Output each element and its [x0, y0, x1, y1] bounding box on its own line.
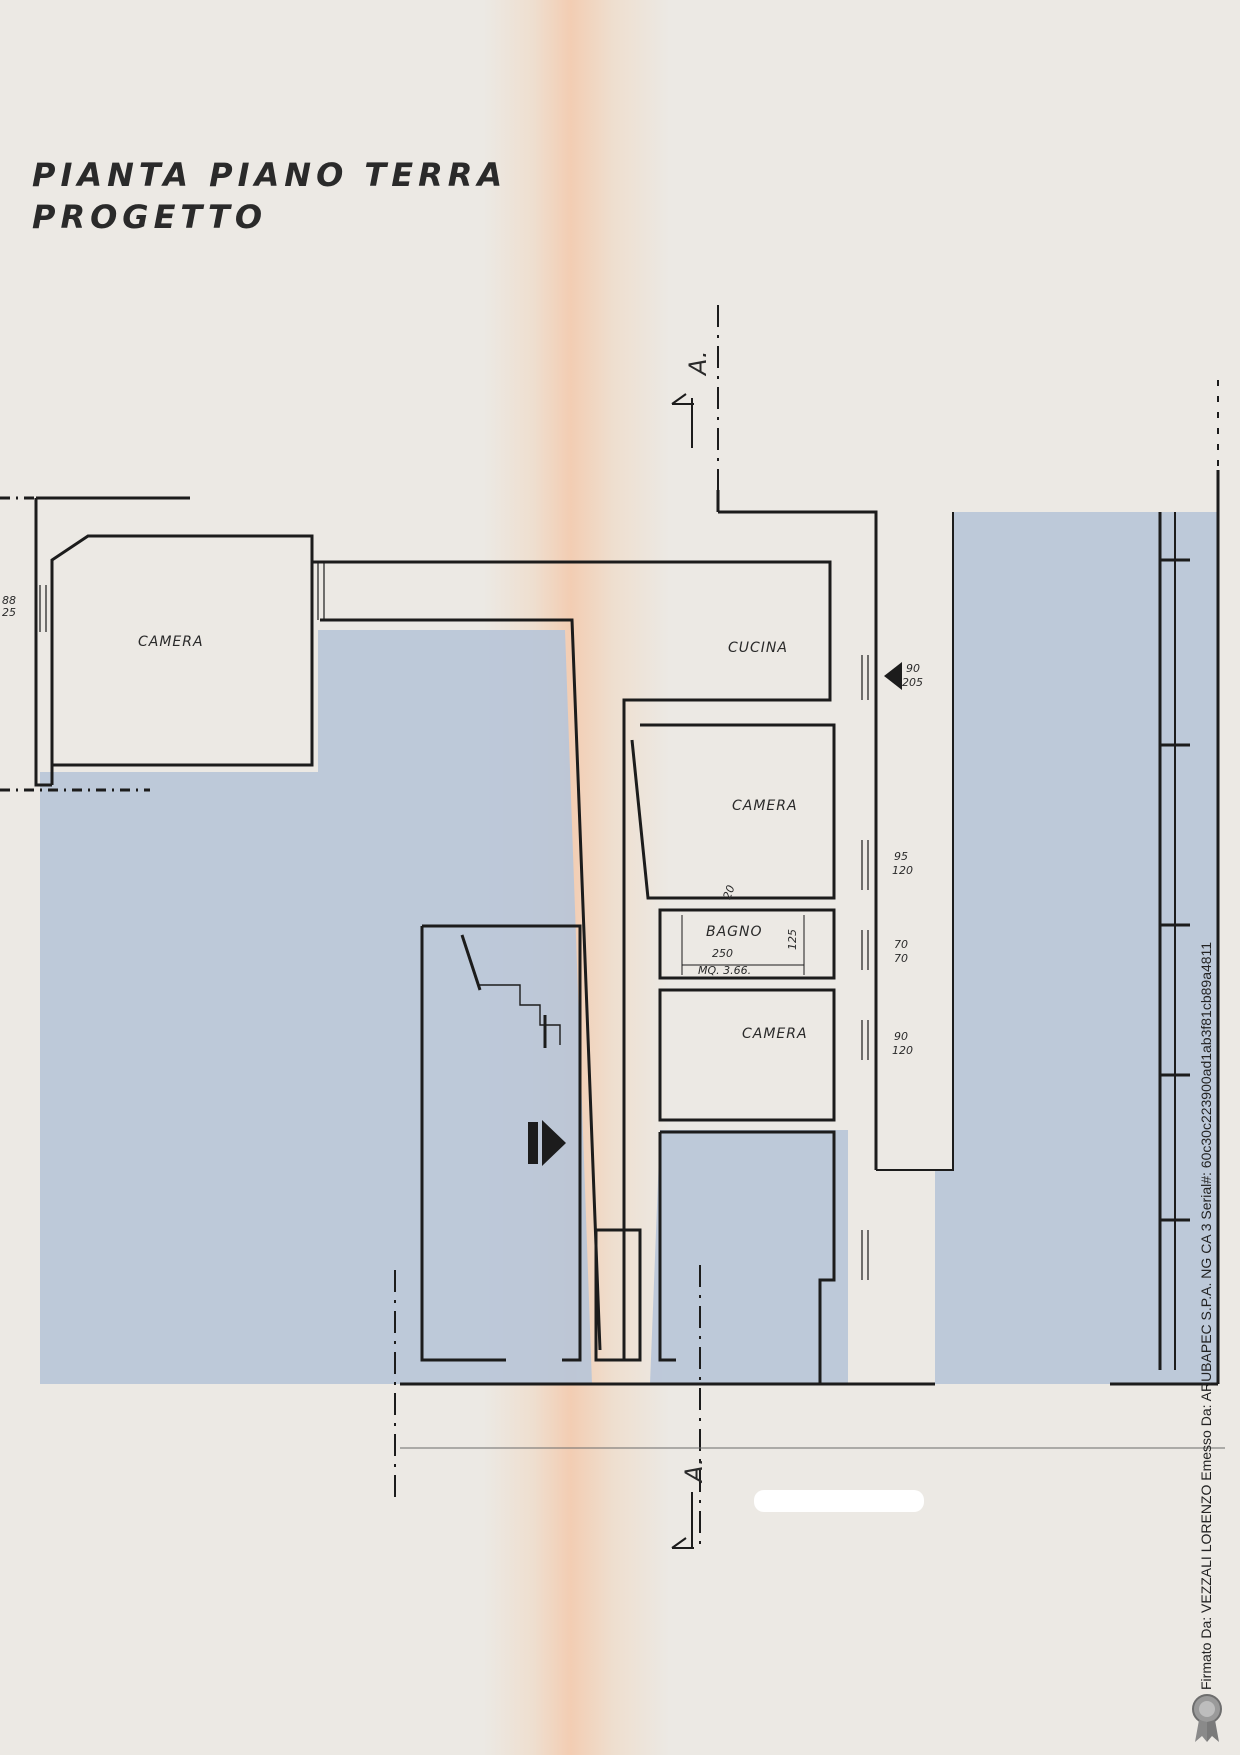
- entrance-bar: [528, 1122, 538, 1164]
- wall-camera-3: [658, 988, 836, 1122]
- room-label-camera-1: CAMERA: [138, 634, 204, 650]
- window-cucina-top: 90: [906, 662, 920, 675]
- window-left-bottom: 25: [2, 606, 16, 619]
- shaded-left-area: [40, 630, 592, 1384]
- room-label-bagno: BAGNO: [706, 924, 763, 940]
- entrance-arrow: [528, 1120, 566, 1166]
- wall-courtyard: [876, 512, 954, 1171]
- shaded-right-area: [935, 512, 1218, 1384]
- wall-camera-2: [630, 723, 836, 900]
- bagno-dimension-line: [681, 915, 805, 975]
- wall-passage: [594, 1228, 642, 1362]
- stair: [460, 934, 561, 1048]
- window-cucina-bottom: 205: [902, 676, 923, 689]
- wall-camera-1: [50, 534, 314, 785]
- wall-cucina-right: [718, 510, 878, 1170]
- drawing-title: PIANTA PIANO TERRA PROGETTO: [32, 154, 507, 238]
- window-left-top: 88: [2, 594, 16, 607]
- window-dimensions: 88 25 90 205 95 120 70 70 90 120: [2, 594, 923, 1057]
- window-bagno: [861, 930, 869, 970]
- walls: [0, 470, 1220, 1386]
- redaction-bar: [754, 1490, 924, 1512]
- window-camera-3: [861, 1020, 869, 1060]
- window-camera3-top: 90: [894, 1030, 908, 1043]
- title-line-1: PIANTA PIANO TERRA: [32, 156, 508, 194]
- bagno-width: 250: [712, 947, 733, 960]
- window-bagno-bottom: 70: [894, 952, 908, 965]
- title-line-2: PROGETTO: [32, 198, 268, 236]
- stair-steps: [461, 934, 561, 1045]
- digital-signature-stamp: Firmato Da: VEZZALI LORENZO Emesso Da: A…: [1198, 941, 1214, 1690]
- shaded-lower-room: [650, 1130, 848, 1384]
- bagno-depth: 125: [786, 929, 799, 950]
- shaded-areas: [40, 512, 1218, 1384]
- window-camera3-bottom: 120: [892, 1044, 913, 1057]
- wall-bagno: [658, 908, 836, 980]
- section-mark-top: A.: [684, 351, 712, 378]
- window-cucina: [861, 655, 869, 700]
- wall-right-partitions: [1160, 558, 1190, 1222]
- wall-corridor-top: [312, 560, 832, 650]
- window-ticks: [39, 562, 869, 1280]
- wall-left-outer: [34, 498, 52, 787]
- section-arrow-top: [671, 393, 694, 448]
- entrance-triangle: [542, 1120, 566, 1166]
- window-left: [39, 585, 53, 632]
- window-lower-room: [861, 1230, 869, 1280]
- window-camera2-top: 95: [894, 850, 908, 863]
- section-arrow-bottom: [671, 1492, 694, 1549]
- window-bagno-top: 70: [894, 938, 908, 951]
- window-corridor: [317, 562, 325, 620]
- room-label-camera-3: CAMERA: [742, 1026, 808, 1042]
- window-camera2-bottom: 120: [892, 864, 913, 877]
- room-label-cucina: CUCINA: [728, 640, 788, 656]
- seal-icon: [1192, 1694, 1222, 1742]
- stair-arrow: [460, 934, 482, 991]
- bagno-area: MQ. 3.66.: [698, 964, 751, 977]
- bagno-wall-thickness: 20: [721, 883, 738, 901]
- wall-lower-room: [658, 1130, 836, 1384]
- wall-stair-room: [420, 924, 582, 1362]
- wall-cucina-bottom: [622, 650, 832, 1360]
- section-mark-bottom: A.: [680, 1458, 708, 1485]
- room-label-camera-2: CAMERA: [732, 798, 798, 814]
- section-lines: [394, 305, 719, 1545]
- section-arrows: [671, 393, 694, 1549]
- window-camera-2: [861, 840, 869, 890]
- wall-corridor-inner: [320, 618, 602, 1351]
- cucina-entrance-arrow: [884, 662, 902, 690]
